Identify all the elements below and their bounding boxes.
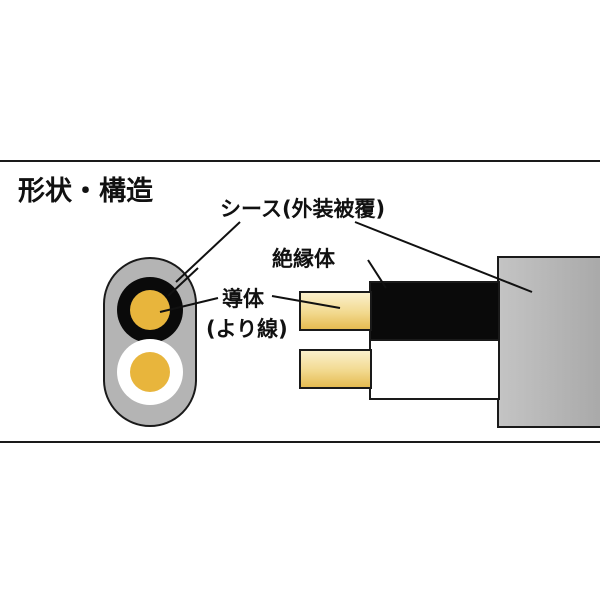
diagram-title: 形状・構造	[18, 176, 153, 207]
side-insulator-black	[369, 281, 500, 341]
side-conductor-top	[299, 291, 372, 331]
label-insulator: 絶縁体	[272, 247, 336, 271]
label-sheath: シース(外装被覆)	[220, 197, 385, 221]
side-insulator-white	[369, 339, 500, 400]
side-sheath	[497, 256, 600, 428]
label-conductor: 導体	[222, 287, 265, 311]
cable-side-view-icon	[299, 256, 600, 428]
leader-sheath-side	[354, 221, 533, 293]
leader-conductor-side	[271, 295, 341, 309]
label-conductor-note: (より線)	[206, 317, 288, 341]
leader-conductor-cross	[159, 297, 219, 313]
cross-section-conductor-top	[130, 290, 170, 330]
cross-section-conductor-bottom	[130, 352, 170, 392]
leader-sheath-cross	[175, 221, 241, 283]
side-conductor-bottom	[299, 349, 372, 389]
leader-lines	[159, 221, 533, 313]
leader-insulator-cross	[167, 267, 199, 297]
leader-insulator-side	[367, 259, 387, 289]
cable-cross-section-icon	[103, 257, 197, 427]
